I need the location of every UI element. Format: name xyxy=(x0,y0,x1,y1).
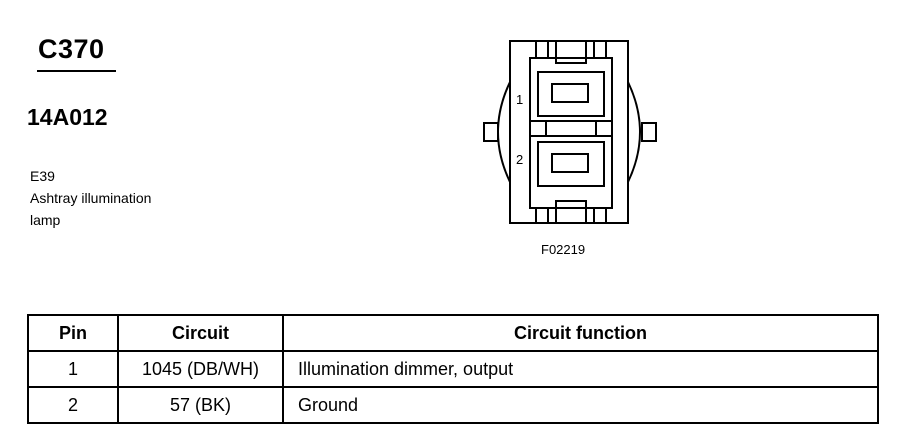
pin-table: Pin Circuit Circuit function 1 1045 (DB/… xyxy=(27,314,879,424)
component-description: E39 Ashtray illumination lamp xyxy=(30,165,151,231)
component-code: E39 xyxy=(30,168,55,184)
left-tab xyxy=(483,122,499,142)
pin-label-2: 2 xyxy=(516,152,523,167)
top-key xyxy=(555,40,587,64)
connector-face-diagram: 1 2 xyxy=(483,40,657,224)
part-number: 14A012 xyxy=(27,104,108,130)
connector-housing xyxy=(529,57,613,209)
cavity-1 xyxy=(537,71,605,117)
right-tab xyxy=(641,122,657,142)
cell-circuit: 57 (BK) xyxy=(117,386,284,424)
header-circuit: Circuit xyxy=(117,314,284,352)
bottom-key xyxy=(555,200,587,224)
table-row: 1 1045 (DB/WH) Illumination dimmer, outp… xyxy=(27,350,879,388)
terminal-slot-1 xyxy=(551,83,589,103)
component-name-line1: Ashtray illumination xyxy=(30,190,152,206)
header-circuit-function: Circuit function xyxy=(282,314,879,352)
cavity-2 xyxy=(537,141,605,187)
header-pin: Pin xyxy=(27,314,119,352)
table-row: 2 57 (BK) Ground xyxy=(27,386,879,424)
connector-id: C370 xyxy=(38,34,105,64)
table-header-row: Pin Circuit Circuit function xyxy=(27,314,879,352)
cell-circuit-function: Illumination dimmer, output xyxy=(282,350,879,388)
terminal-slot-2 xyxy=(551,153,589,173)
right-lock-flange xyxy=(627,81,641,183)
cell-circuit-function: Ground xyxy=(282,386,879,424)
cell-pin: 2 xyxy=(27,386,119,424)
cell-pin: 1 xyxy=(27,350,119,388)
figure-code: F02219 xyxy=(541,242,586,257)
connector-shell xyxy=(509,40,629,224)
left-lock-flange xyxy=(497,81,511,183)
component-name-line2: lamp xyxy=(30,212,61,228)
connector-id-underline xyxy=(37,70,116,72)
pin-label-1: 1 xyxy=(516,92,523,107)
cell-circuit: 1045 (DB/WH) xyxy=(117,350,284,388)
